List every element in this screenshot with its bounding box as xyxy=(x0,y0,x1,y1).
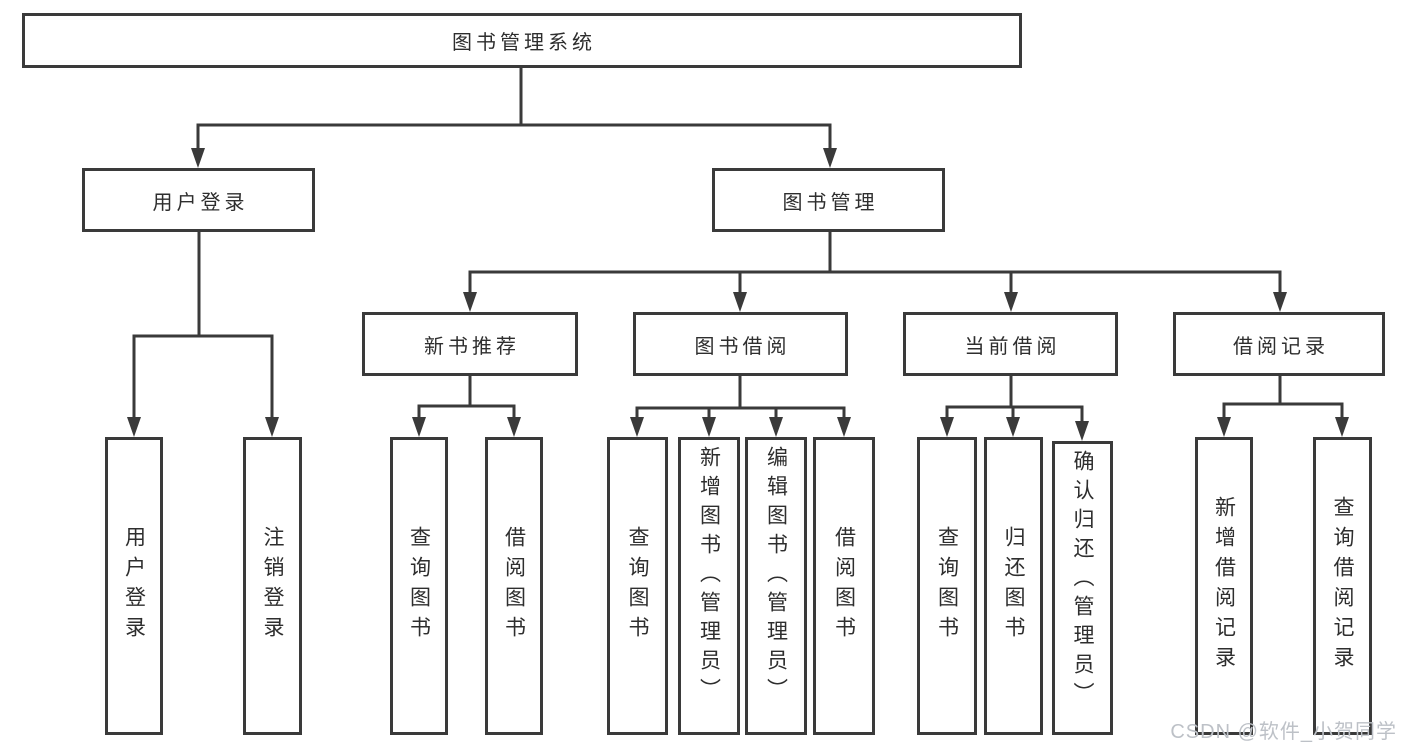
leaf-label: 借阅图书 xyxy=(832,526,856,646)
leaf-label: 新增借阅记录 xyxy=(1212,496,1236,676)
leaf-user-login: 用户登录 xyxy=(105,437,163,735)
node-label: 图书管理系统 xyxy=(452,32,596,54)
node-label: 图书管理 xyxy=(782,191,879,214)
leaf-label: 借阅图书 xyxy=(502,526,526,646)
node-borrowing-records: 借阅记录 xyxy=(1173,312,1385,376)
node-book-management-branch: 图书管理 xyxy=(712,168,945,232)
leaf-query-books-borrowing: 查询图书 xyxy=(607,437,668,735)
leaf-label: 注销登录 xyxy=(261,526,285,646)
leaf-add-borrow-record: 新增借阅记录 xyxy=(1195,437,1253,735)
node-label: 图书借阅 xyxy=(694,335,791,358)
node-label: 用户登录 xyxy=(152,191,249,214)
leaf-confirm-return-admin: 确认归还（管理员） xyxy=(1052,441,1113,735)
leaf-query-books-current: 查询图书 xyxy=(917,437,977,735)
leaf-borrow-books-recommend: 借阅图书 xyxy=(485,437,543,735)
leaf-label: 查询图书 xyxy=(935,526,959,646)
leaf-logout: 注销登录 xyxy=(243,437,302,735)
leaf-label: 查询图书 xyxy=(626,526,650,646)
node-label: 当前借阅 xyxy=(964,335,1061,358)
node-book-borrowing: 图书借阅 xyxy=(633,312,848,376)
leaf-label: 编辑图书（管理员） xyxy=(764,446,788,707)
leaf-add-book-admin: 新增图书（管理员） xyxy=(678,437,740,735)
leaf-label: 确认归还（管理员） xyxy=(1071,450,1095,711)
node-user-login-branch: 用户登录 xyxy=(82,168,315,232)
node-new-book-recommend: 新书推荐 xyxy=(362,312,578,376)
leaf-return-books: 归还图书 xyxy=(984,437,1043,735)
node-library-management-system: 图书管理系统 xyxy=(22,13,1022,68)
leaf-label: 归还图书 xyxy=(1002,526,1026,646)
leaf-label: 查询借阅记录 xyxy=(1331,496,1355,676)
leaf-label: 查询图书 xyxy=(407,526,431,646)
leaf-label: 用户登录 xyxy=(122,526,146,646)
leaf-borrow-books-borrowing: 借阅图书 xyxy=(813,437,875,735)
node-label: 借阅记录 xyxy=(1233,335,1329,358)
leaf-query-borrow-record: 查询借阅记录 xyxy=(1313,437,1372,735)
node-label: 新书推荐 xyxy=(424,335,520,358)
leaf-edit-book-admin: 编辑图书（管理员） xyxy=(745,437,807,735)
leaf-label: 新增图书（管理员） xyxy=(697,446,721,707)
leaf-query-books-recommend: 查询图书 xyxy=(390,437,448,735)
node-current-borrowing: 当前借阅 xyxy=(903,312,1118,376)
csdn-watermark: CSDN @软件_小贺同学 xyxy=(1170,721,1397,743)
